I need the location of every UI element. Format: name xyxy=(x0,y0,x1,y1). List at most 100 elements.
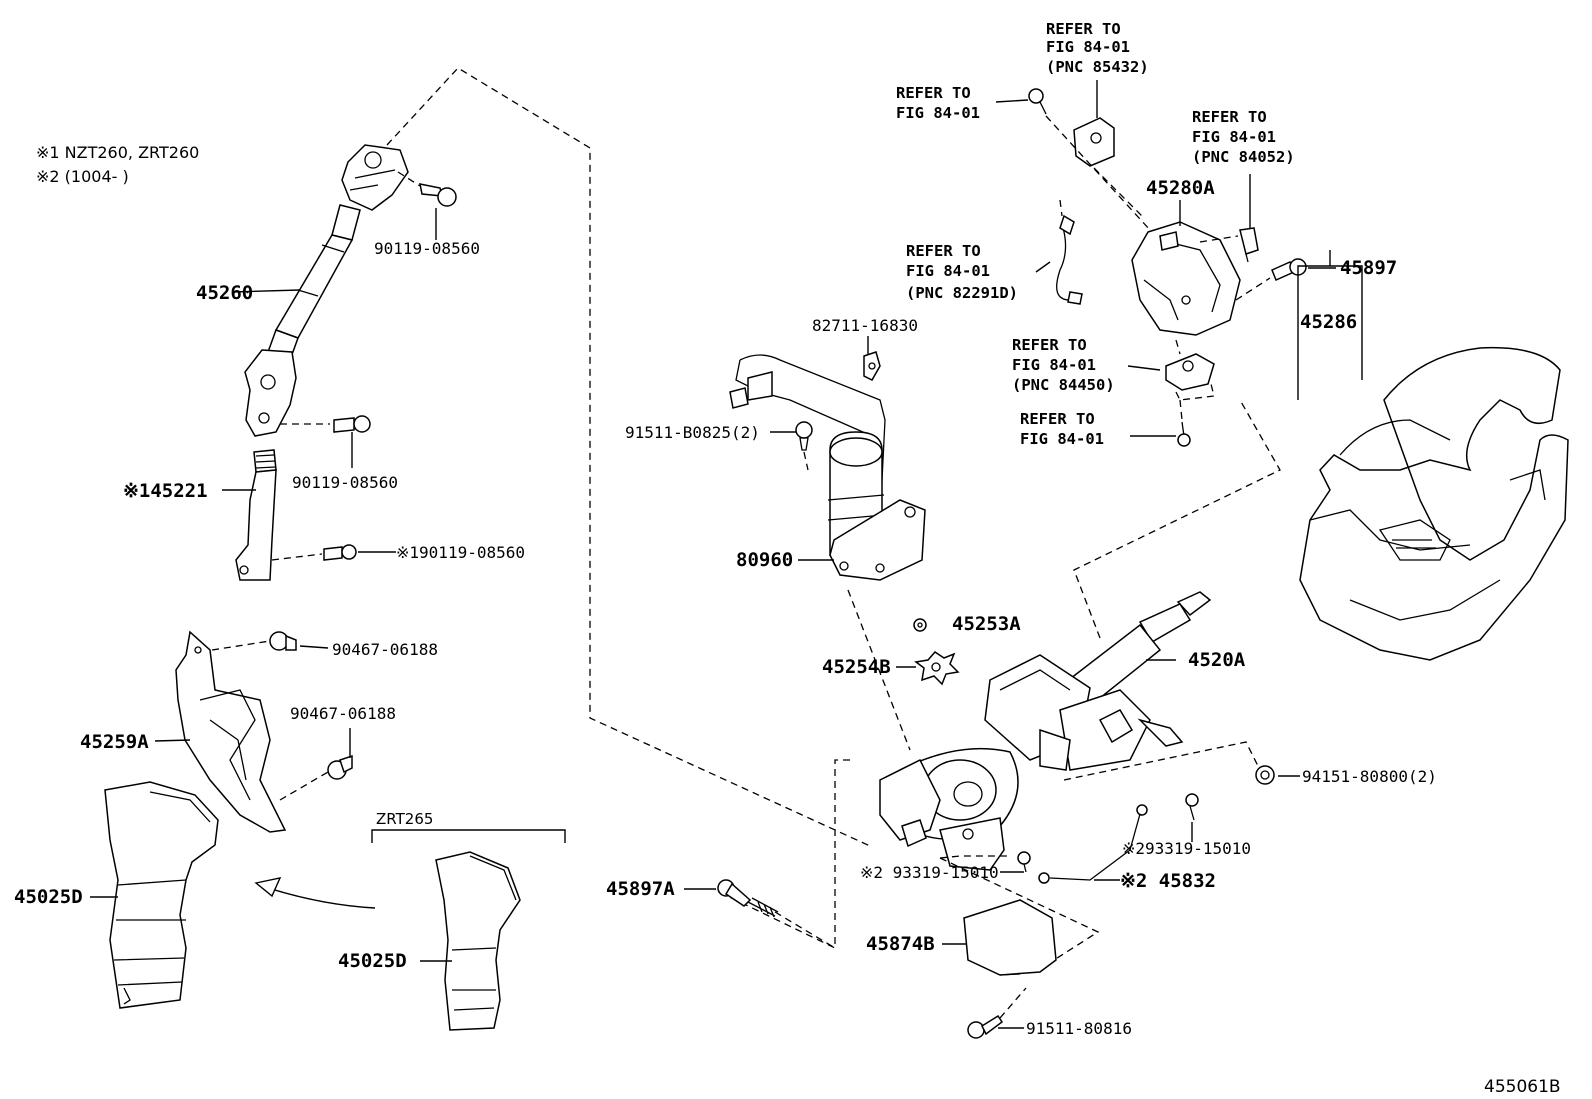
dash-switch-housing xyxy=(1093,167,1145,219)
label-zrt265: ZRT265 xyxy=(376,810,433,828)
sensor-84052-part xyxy=(1239,227,1259,263)
variant-arrow-head xyxy=(254,877,282,898)
wire-82291D-part xyxy=(1056,223,1071,301)
leader-45260 xyxy=(231,289,301,293)
label-80960: 80960 xyxy=(736,549,793,571)
dash-94151 xyxy=(1063,741,1259,781)
wire-45832-part xyxy=(1038,804,1148,884)
housing-45280A-part xyxy=(1131,221,1241,336)
label-45253A: 45253A xyxy=(952,613,1021,635)
ref3-line1: REFER TO xyxy=(1192,108,1267,126)
dash-45874B xyxy=(939,857,1100,961)
figure-code: 455061B xyxy=(1484,1077,1561,1097)
label-45280A: 45280A xyxy=(1146,177,1215,199)
ref1-line3: (PNC 85432) xyxy=(1046,58,1149,76)
wire-connector-bottom xyxy=(1067,291,1083,305)
leader-45259A xyxy=(154,739,191,742)
label-45254B: 45254B xyxy=(822,656,891,678)
gear-45253A-part xyxy=(913,618,927,632)
label-4520A: 4520A xyxy=(1188,649,1246,671)
sensor-84450-part xyxy=(1165,353,1215,391)
boundary-link-45897A xyxy=(774,911,836,949)
bolt-90119-mid xyxy=(333,415,371,433)
column-4520A-part xyxy=(879,591,1212,871)
dash-clip-bottom xyxy=(279,771,329,801)
screw-ref6-part xyxy=(1177,421,1191,447)
label-45221: ※145221 xyxy=(123,480,208,502)
leader-ref2 xyxy=(995,99,1029,103)
label-93319-b: ※2 93319-15010 xyxy=(860,863,999,882)
bolt-45897-part xyxy=(1271,258,1307,282)
label-90119-b: 90119-08560 xyxy=(292,473,398,492)
cover-45286-part xyxy=(1299,346,1569,661)
label-45897A: 45897A xyxy=(606,878,675,900)
label-90119-c: ※190119-08560 xyxy=(396,543,525,562)
bolt-45897A-part xyxy=(717,879,779,918)
zrt265-bracket xyxy=(371,829,566,843)
label-45260: 45260 xyxy=(196,282,253,304)
dash-bolt-top xyxy=(397,171,421,187)
clip-90467-top xyxy=(269,631,297,651)
bolt-91511-b0825 xyxy=(795,421,813,451)
label-91511-80816: 91511-80816 xyxy=(1026,1019,1132,1038)
motor-80960-part xyxy=(729,354,926,581)
label-82711: 82711-16830 xyxy=(812,316,918,335)
ref5-line2: FIG 84-01 xyxy=(1012,356,1096,374)
dash-93319-lower xyxy=(939,855,1010,859)
dash-91511-80816 xyxy=(999,987,1027,1019)
dash-ref2-housing xyxy=(1045,115,1151,231)
ref5-line1: REFER TO xyxy=(1012,336,1087,354)
dash-clip-top xyxy=(211,640,271,651)
dash-sensor xyxy=(1199,235,1239,243)
boot-45025D-right xyxy=(435,851,521,1031)
intermediate-shaft-part xyxy=(244,144,409,437)
ref1-line2: FIG 84-01 xyxy=(1046,38,1130,56)
ref4-line1: REFER TO xyxy=(906,242,981,260)
ref2-line2: FIG 84-01 xyxy=(896,104,980,122)
cover-45259A-part xyxy=(175,630,287,833)
boot-45025D-left xyxy=(104,781,219,1009)
note-2: ※2 (1004- ) xyxy=(36,167,129,186)
label-90467-a: 90467-06188 xyxy=(332,640,438,659)
dash-bolt-lower xyxy=(271,553,323,561)
label-45025D-a: 45025D xyxy=(14,886,83,908)
dash-motor-column xyxy=(847,589,911,751)
label-93319-a: ※293319-15010 xyxy=(1122,839,1251,858)
ref6-line1: REFER TO xyxy=(1020,410,1095,428)
nut-94151-part xyxy=(1255,765,1275,785)
note-1: ※1 NZT260, ZRT260 xyxy=(36,143,199,162)
label-45874B: 45874B xyxy=(866,933,935,955)
label-45025D-b: 45025D xyxy=(338,950,407,972)
screw-93319-lower xyxy=(1017,851,1031,873)
ref4-line2: FIG 84-01 xyxy=(906,262,990,280)
bolt-90119-top xyxy=(419,183,457,207)
leader-45286-bracket xyxy=(1297,265,1363,400)
dash-91511-b0825 xyxy=(803,451,809,471)
ref4-line3: (PNC 82291D) xyxy=(906,284,1018,302)
leader-90467-a xyxy=(299,645,329,649)
screw-ref2-part xyxy=(1028,88,1047,115)
dash-45897 xyxy=(1235,277,1271,301)
label-90467-b: 90467-06188 xyxy=(290,704,396,723)
clip-90467-bottom xyxy=(327,754,353,780)
cover-45874B-part xyxy=(963,899,1057,976)
label-45259A: 45259A xyxy=(80,731,149,753)
clamp-82711-part xyxy=(863,351,881,381)
ref6-line2: FIG 84-01 xyxy=(1020,430,1104,448)
ref2-line1: REFER TO xyxy=(896,84,971,102)
label-45286: 45286 xyxy=(1300,311,1357,333)
label-91511-b0825: 91511-B0825(2) xyxy=(625,423,760,442)
ref3-line3: (PNC 84052) xyxy=(1192,148,1295,166)
ref1-line1: REFER TO xyxy=(1046,20,1121,38)
gear-45254B-part xyxy=(914,651,960,686)
bolt-90119-lower xyxy=(323,544,357,561)
dash-ref6 xyxy=(1179,399,1183,421)
dash-84450-box xyxy=(1175,379,1215,401)
label-94151: 94151-80800(2) xyxy=(1302,767,1437,786)
leader-ref4 xyxy=(1035,261,1051,273)
label-45897: 45897 xyxy=(1340,257,1397,279)
shaft-45221-part xyxy=(235,449,277,581)
assembly-boundary-lower xyxy=(714,759,850,950)
screw-93319-upper xyxy=(1185,793,1199,821)
dash-wire xyxy=(1059,199,1063,217)
